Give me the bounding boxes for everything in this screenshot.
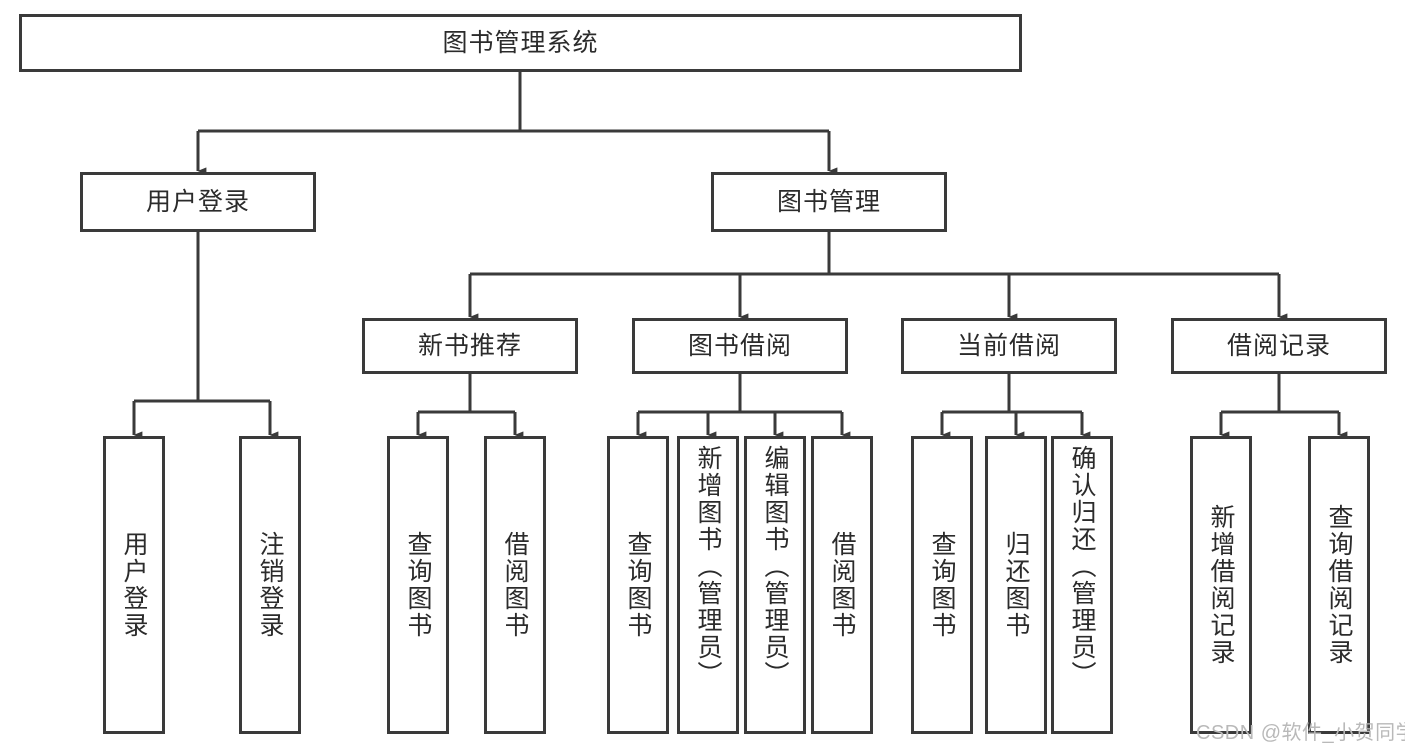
node-current-borrow[interactable]: 当前借阅: [901, 318, 1117, 374]
node-label: 新增借阅记录: [1207, 504, 1235, 666]
node-leaf-logout-login[interactable]: 注销登录: [239, 436, 301, 734]
node-label: 注销登录: [256, 531, 284, 639]
node-label: 借阅记录: [1226, 332, 1331, 360]
node-root[interactable]: 图书管理系统: [19, 14, 1022, 72]
node-label: 借阅图书: [828, 531, 856, 639]
node-label: 图书管理系统: [442, 29, 599, 57]
node-label: 查询图书: [624, 531, 652, 639]
node-leaf-user-login[interactable]: 用户登录: [103, 436, 165, 734]
node-leaf-query-book-3[interactable]: 查询图书: [911, 436, 973, 734]
node-leaf-edit-book-admin[interactable]: 编辑图书（管理员）: [744, 436, 806, 734]
edge-group: [132, 72, 1348, 439]
node-label: 新增图书（管理员）: [694, 445, 722, 688]
node-label: 新书推荐: [417, 332, 522, 360]
node-book-borrow[interactable]: 图书借阅: [632, 318, 848, 374]
node-label: 查询图书: [404, 531, 432, 639]
node-leaf-query-book-1[interactable]: 查询图书: [387, 436, 449, 734]
node-label: 借阅图书: [501, 531, 529, 639]
node-borrow-record[interactable]: 借阅记录: [1171, 318, 1387, 374]
node-leaf-borrow-book-2[interactable]: 借阅图书: [811, 436, 873, 734]
node-book-manage[interactable]: 图书管理: [711, 172, 947, 232]
node-leaf-borrow-book-1[interactable]: 借阅图书: [484, 436, 546, 734]
node-label: 确认归还（管理员）: [1068, 445, 1096, 688]
node-label: 归还图书: [1002, 531, 1030, 639]
node-leaf-return-book[interactable]: 归还图书: [985, 436, 1047, 734]
node-leaf-query-book-2[interactable]: 查询图书: [607, 436, 669, 734]
node-label: 当前借阅: [956, 332, 1061, 360]
node-label: 图书借阅: [687, 332, 792, 360]
watermark-text: CSDN @软件_小贺同学: [1196, 722, 1405, 744]
node-leaf-add-book-admin[interactable]: 新增图书（管理员）: [677, 436, 739, 734]
node-label: 查询图书: [928, 531, 956, 639]
node-label: 用户登录: [120, 531, 148, 639]
node-leaf-confirm-return-admin[interactable]: 确认归还（管理员）: [1051, 436, 1113, 734]
node-label: 查询借阅记录: [1325, 504, 1353, 666]
node-label: 图书管理: [776, 188, 881, 216]
node-label: 用户登录: [145, 188, 250, 216]
node-leaf-query-borrow-record[interactable]: 查询借阅记录: [1308, 436, 1370, 734]
node-user-login[interactable]: 用户登录: [80, 172, 316, 232]
node-new-book-recommend[interactable]: 新书推荐: [362, 318, 578, 374]
node-label: 编辑图书（管理员）: [761, 445, 789, 688]
node-leaf-add-borrow-record[interactable]: 新增借阅记录: [1190, 436, 1252, 734]
